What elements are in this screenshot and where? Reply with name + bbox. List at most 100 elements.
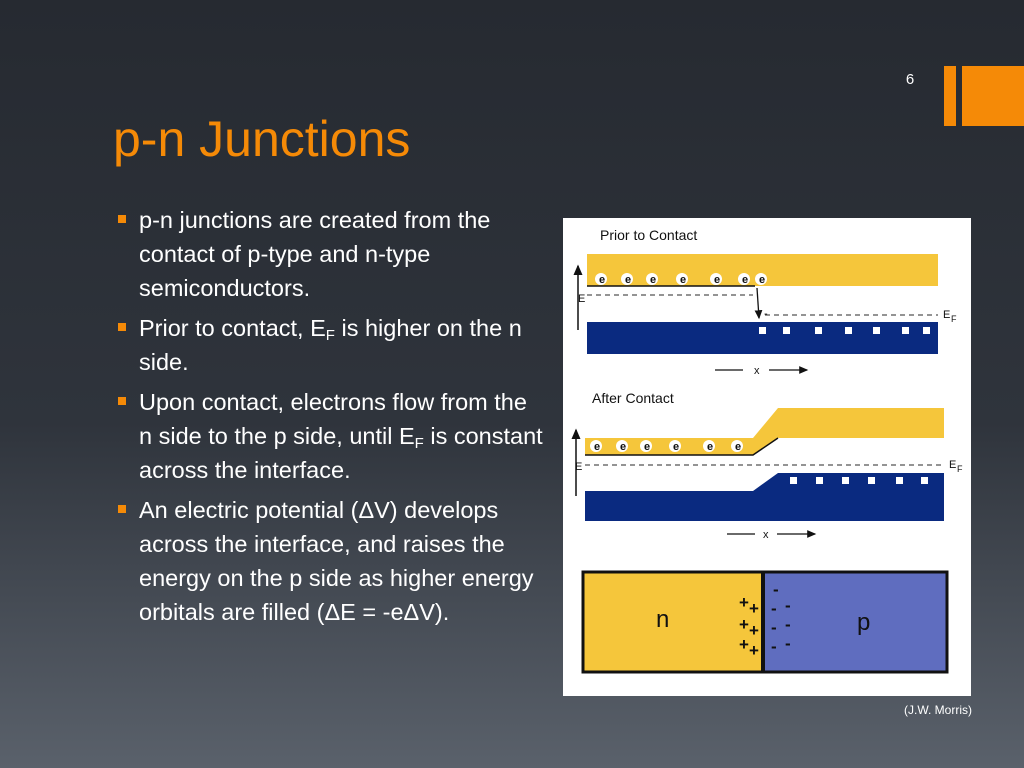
after-x-label: x [763,529,769,541]
electron-label: e [620,441,626,453]
hole-square [902,327,909,334]
electron-circle [738,273,750,285]
hole-square [868,477,875,484]
minus-sign: - [785,596,791,615]
band-diagram-figure: Prior to Contact E - E F e e e e e e e [563,218,971,696]
hole-square [842,477,849,484]
junction-panel: n p + + + + + + - - - - - - - [581,570,949,674]
plus-sign: + [749,621,759,640]
bullet-text-pre: Upon contact, electrons flow from the n … [139,389,527,449]
after-fermi-label-main: E [949,459,956,471]
prior-fermi-label-sub: F [951,314,957,324]
after-fermi-label-sub: F [957,464,963,474]
electron-label: e [650,274,656,286]
hole-square [921,477,928,484]
bullet-text-post: is higher on the n side. [139,315,522,375]
p-label: p [857,609,870,636]
bullet-square-icon [118,505,126,513]
minus-sign: - [785,615,791,634]
electron-circle [640,440,652,452]
bullet-text-post: is constant across the interface. [139,423,543,483]
plus-sign: + [739,635,749,654]
prior-contact-panel: Prior to Contact E - E F e e e e e e e [573,227,957,377]
electron-label: e [625,274,631,286]
hole-square [873,327,880,334]
electron-circle [595,273,607,285]
hole-square [896,477,903,484]
prior-hole-dash: - [764,308,768,320]
electron-circle [676,273,688,285]
negative-charges: - - - - - - - [771,580,791,656]
minus-sign: - [771,618,777,637]
hole-square [923,327,930,334]
electron-label: e [742,274,748,286]
bullet-item: p-n junctions are created from the conta… [116,203,546,305]
prior-fermi-drop-arrow [754,287,763,320]
p-region [761,570,949,674]
prior-electrons: e e e e e e e [595,273,767,286]
hole-square [783,327,790,334]
bullet-subscript: F [414,435,424,452]
plus-sign: + [739,615,749,634]
prior-holes [759,327,930,334]
electron-label: e [599,274,605,286]
after-valence-band [585,473,944,521]
electron-label: e [594,441,600,453]
electron-circle [703,440,715,452]
plus-sign: + [749,641,759,660]
minus-sign: - [771,637,777,656]
electron-label: e [644,441,650,453]
band-diagram-svg: Prior to Contact E - E F e e e e e e e [571,227,963,674]
plus-sign: + [749,599,759,618]
electron-label: e [759,274,765,286]
bullet-square-icon [118,215,126,223]
hole-square [816,477,823,484]
electron-circle [710,273,722,285]
bullet-subscript: F [325,327,335,344]
electron-label: e [735,441,741,453]
minus-sign: - [771,599,777,618]
electron-label: e [680,274,686,286]
bullet-text: p-n junctions are created from the conta… [139,207,491,301]
electron-circle [616,440,628,452]
electron-circle [669,440,681,452]
bullet-item: An electric potential (ΔV) develops acro… [116,493,546,629]
minus-sign: - [785,634,791,653]
electron-circle [621,273,633,285]
hole-square [815,327,822,334]
prior-valence-band [587,322,938,354]
image-credit: (J.W. Morris) [904,703,972,717]
electron-circle [731,440,743,452]
accent-bar-right [962,66,1024,126]
electron-circle [590,440,602,452]
bullet-item: Prior to contact, EF is higher on the n … [116,311,546,379]
electron-label: e [714,274,720,286]
bullet-text-pre: Prior to contact, E [139,315,326,341]
after-energy-axis-label: E [575,461,582,473]
after-electrons: e e e e e e [590,440,743,453]
after-contact-label: After Contact [592,390,674,406]
electron-circle [755,273,767,285]
bullet-square-icon [118,397,126,405]
hole-square [759,327,766,334]
n-region [581,570,765,674]
electron-label: e [673,441,679,453]
slide-number: 6 [905,71,915,88]
hole-square [845,327,852,334]
prior-contact-label: Prior to Contact [600,227,697,243]
prior-energy-axis-label: E [578,293,585,305]
after-holes [790,477,928,484]
prior-x-label: x [754,365,760,377]
accent-bar-left [944,66,956,126]
bullet-square-icon [118,323,126,331]
minus-sign: - [773,580,779,599]
bullet-item: Upon contact, electrons flow from the n … [116,385,546,487]
bullet-list: p-n junctions are created from the conta… [116,203,546,635]
n-label: n [656,606,669,633]
slide-title: p-n Junctions [113,111,411,167]
hole-square [790,477,797,484]
plus-sign: + [739,593,749,612]
after-contact-panel: After Contact E E F e e e e e e [571,390,963,541]
prior-fermi-label-main: E [943,309,950,321]
after-band-edge [585,437,779,456]
